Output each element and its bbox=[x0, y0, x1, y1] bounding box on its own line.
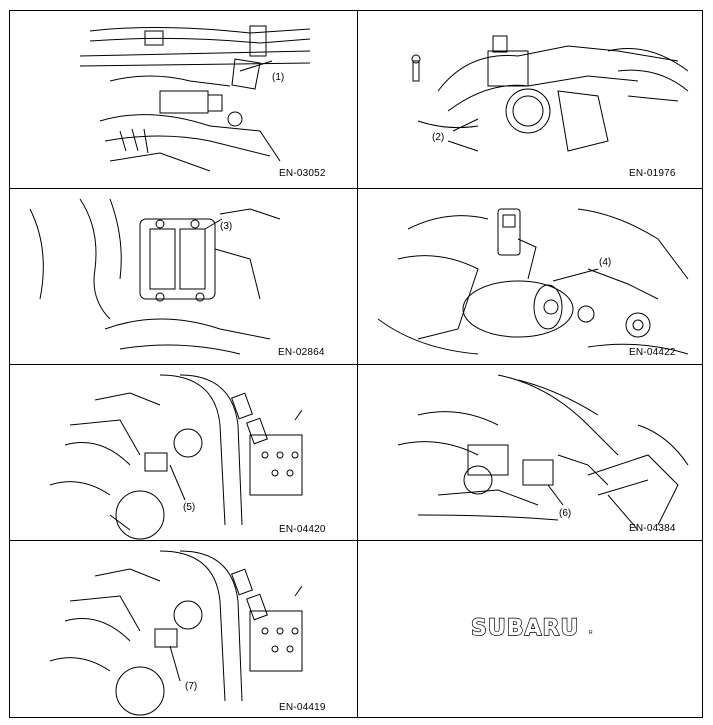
figure-code: EN-04419 bbox=[279, 702, 326, 713]
engine-illustration-4 bbox=[377, 208, 689, 355]
callout-label: (3) bbox=[220, 221, 233, 232]
engine-illustration-5 bbox=[49, 374, 303, 540]
panel-7: (7) EN-04419 bbox=[10, 541, 357, 719]
engine-illustration-3 bbox=[29, 198, 281, 355]
diagram-sheet: (1) EN-03052 (2) EN bbox=[9, 10, 703, 718]
engine-illustration-7 bbox=[49, 550, 303, 716]
figure-code: EN-01976 bbox=[629, 168, 676, 179]
row-divider bbox=[10, 188, 702, 189]
registered-mark: R bbox=[589, 630, 593, 636]
callout-label: (6) bbox=[559, 508, 572, 519]
panel-logo: SUBARU R bbox=[358, 541, 704, 719]
panel-4: (4) EN-04422 bbox=[358, 189, 704, 364]
figure-code: EN-02864 bbox=[278, 347, 325, 358]
callout-label: (5) bbox=[183, 502, 196, 513]
engine-illustration-1 bbox=[79, 25, 311, 172]
engine-illustration-6 bbox=[397, 374, 689, 531]
engine-illustration-2 bbox=[411, 35, 689, 152]
subaru-logo: SUBARU bbox=[470, 615, 580, 641]
row-divider bbox=[10, 364, 702, 365]
panel-5: (5) EN-04420 bbox=[10, 365, 357, 540]
callout-label: (2) bbox=[432, 132, 445, 143]
callout-label: (4) bbox=[599, 257, 612, 268]
callout-label: (1) bbox=[272, 72, 285, 83]
panel-2: (2) EN-01976 bbox=[358, 11, 704, 188]
figure-code: EN-04420 bbox=[279, 524, 326, 535]
panel-1: (1) EN-03052 bbox=[10, 11, 357, 188]
panel-6: (6) EN-04384 bbox=[358, 365, 704, 540]
callout-label: (7) bbox=[185, 681, 198, 692]
figure-code: EN-04384 bbox=[629, 523, 676, 534]
figure-code: EN-04422 bbox=[629, 347, 676, 358]
figure-code: EN-03052 bbox=[279, 168, 326, 179]
panel-3: (3) EN-02864 bbox=[10, 189, 357, 364]
row-divider bbox=[10, 540, 702, 541]
